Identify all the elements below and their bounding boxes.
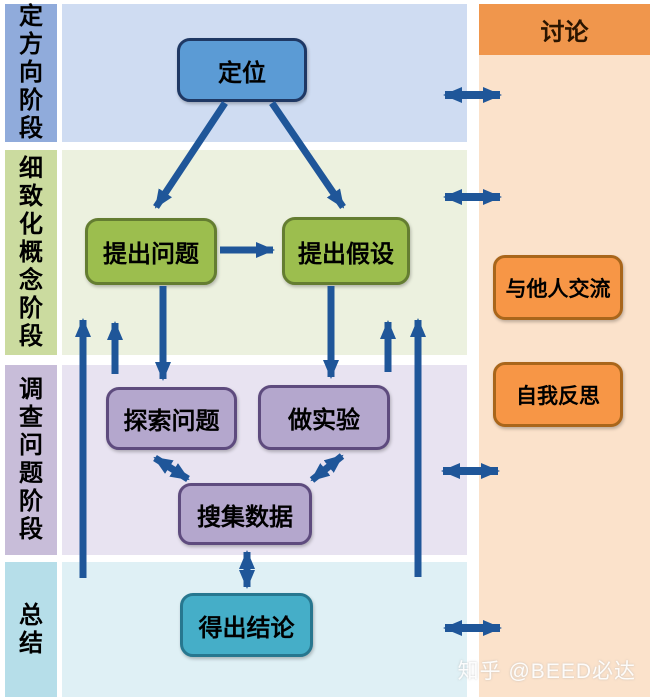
discussion-title: 讨论 [540,19,589,46]
phase-set-direction-label: 定方向阶段 [19,3,43,142]
discussion-item-self-reflect: 自我反思 [493,362,623,427]
node-raise-question: 提出问题 [85,218,217,285]
discussion-item-self-reflect-label: 自我反思 [516,384,600,408]
node-collect-data: 搜集数据 [178,483,312,545]
phase-investigate-label: 调查问题阶段 [19,376,43,543]
phase-summary: 总结 [5,562,57,697]
watermark-zhihu: 知乎 @BEED必达 [457,660,636,683]
node-explore-question: 探索问题 [106,387,237,450]
phase-refine-concept: 细致化概念阶段 [5,150,57,355]
phase-set-direction: 定方向阶段 [5,3,57,142]
discussion-header: 讨论 [479,4,650,55]
node-raise-question-label: 提出问题 [103,241,199,268]
node-do-experiment: 做实验 [258,385,390,450]
discussion-item-communicate: 与他人交流 [493,255,623,320]
node-propose-hypothesis-label: 提出假设 [298,240,394,268]
node-positioning: 定位 [177,38,307,102]
discussion-item-communicate-label: 与他人交流 [505,277,611,301]
node-propose-hypothesis: 提出假设 [282,217,410,285]
node-draw-conclusion: 得出结论 [180,593,313,657]
phase-refine-concept-label: 细致化概念阶段 [19,154,43,350]
node-draw-conclusion-label: 得出结论 [198,614,295,642]
node-collect-data-label: 搜集数据 [197,503,293,531]
node-explore-question-label: 探索问题 [123,408,220,435]
phase-summary-label: 总结 [19,601,43,657]
phase-investigate: 调查问题阶段 [5,365,57,555]
node-do-experiment-label: 做实验 [288,407,360,434]
node-positioning-label: 定位 [218,59,266,87]
